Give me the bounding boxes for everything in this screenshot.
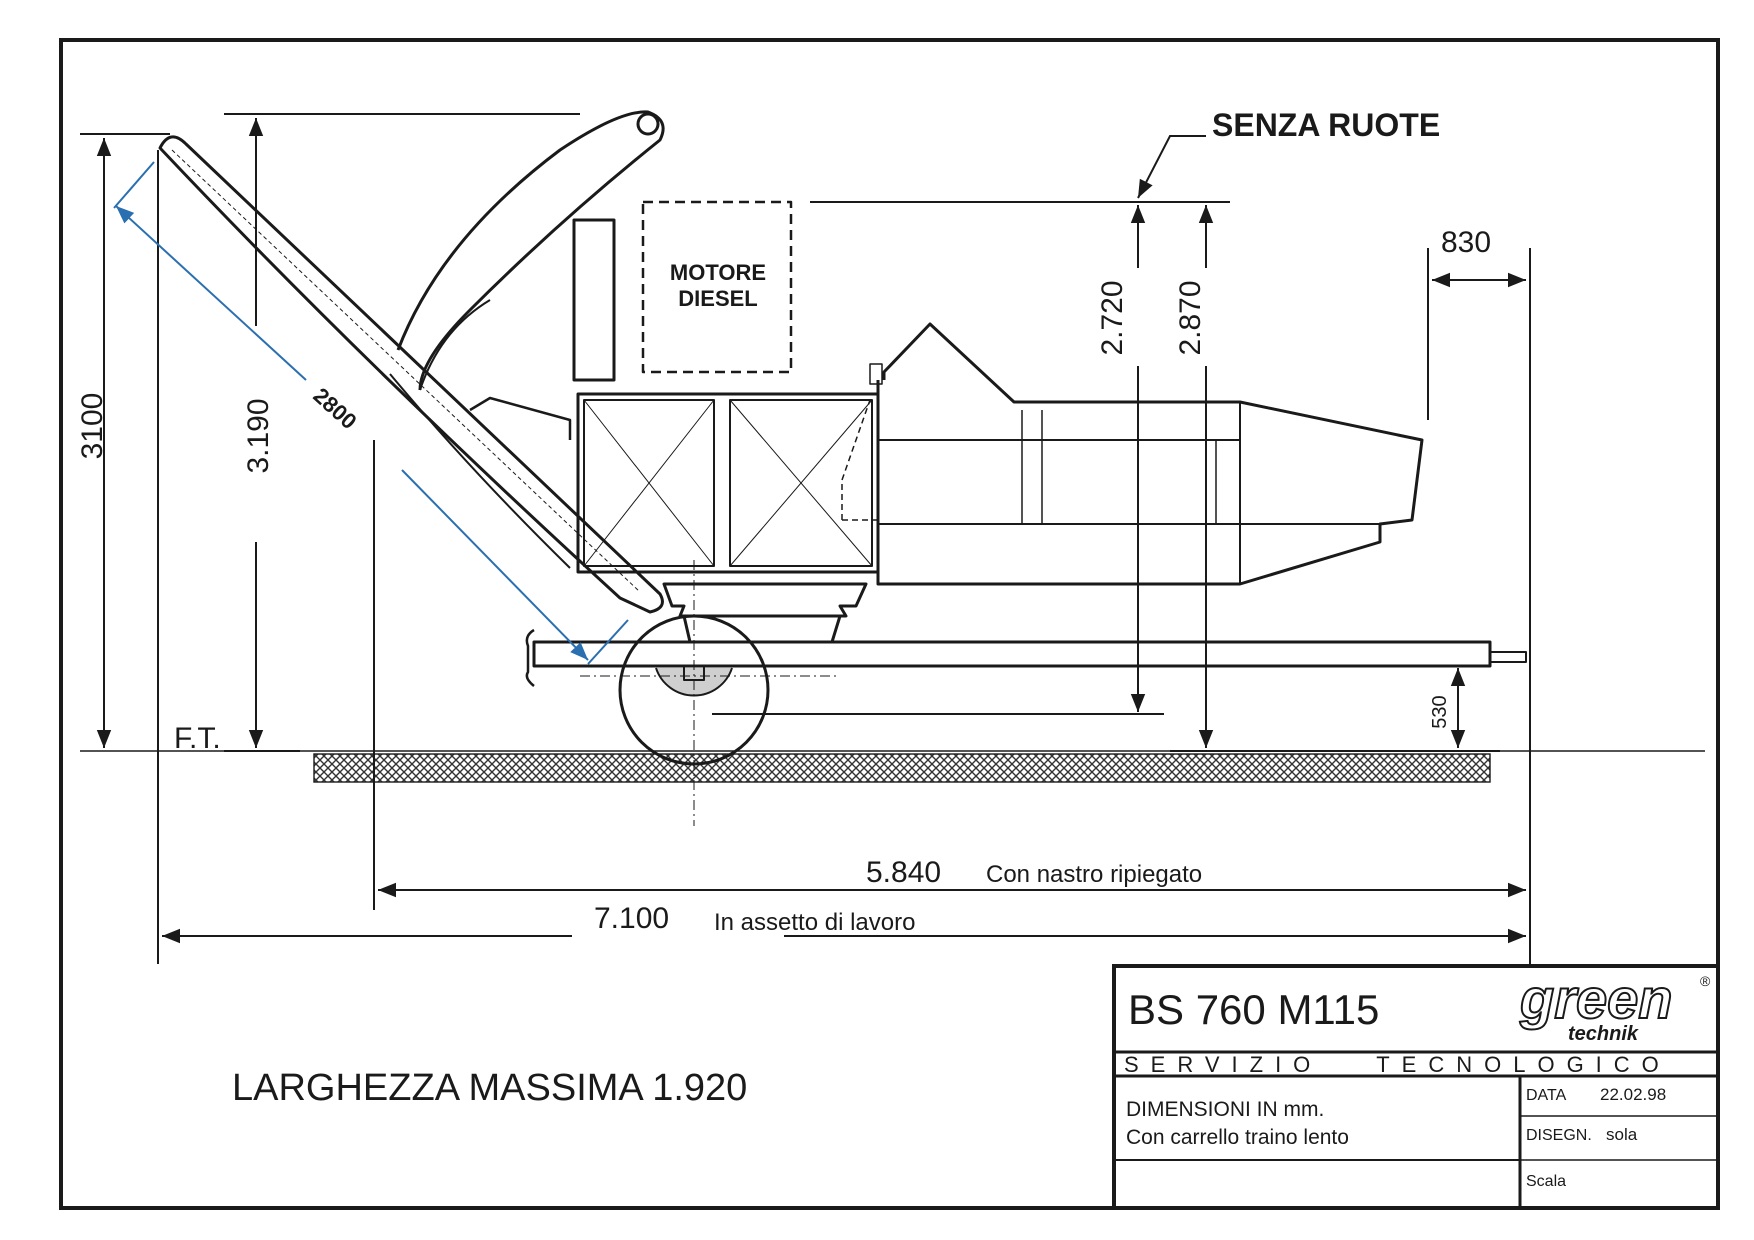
machine-outline	[158, 110, 1527, 826]
date-label: DATA	[1526, 1087, 1567, 1104]
description-line-1: DIMENSIONI IN mm.	[1126, 1098, 1324, 1121]
scale-label: Scala	[1526, 1173, 1566, 1190]
dimension-2870: 2.870	[1174, 280, 1207, 355]
dimension-2720: 2.720	[1096, 280, 1129, 355]
model-name: BS 760 M115	[1128, 986, 1379, 1033]
dimension-lines	[80, 113, 1531, 964]
registered-mark: ®	[1700, 973, 1711, 989]
brand-logo-bottom: technik	[1568, 1023, 1639, 1045]
drawn-by-value: sola	[1606, 1125, 1638, 1144]
dimension-530: 530	[1429, 695, 1451, 728]
dimension-7100-note: In assetto di lavoro	[714, 909, 915, 936]
description-line-2: Con carrello traino lento	[1126, 1126, 1349, 1149]
title-block	[1112, 964, 1720, 1210]
dimension-7100: 7.100	[594, 902, 669, 935]
ground-reference-label: F.T.	[174, 722, 221, 755]
sheet-border	[59, 38, 1720, 1210]
senza-ruote-label: SENZA RUOTE	[1212, 107, 1440, 143]
dimension-2800: 2800	[308, 383, 361, 434]
ground-hatch	[313, 753, 1491, 783]
motore-diesel-label-2: DIESEL	[678, 286, 757, 311]
dimension-3100: 3100	[76, 393, 109, 460]
dimension-5840: 5.840	[866, 856, 941, 889]
motore-diesel-label-1: MOTORE	[670, 260, 766, 285]
drawn-by-label: DISEGN.	[1526, 1127, 1592, 1144]
max-width-label: LARGHEZZA MASSIMA 1.920	[232, 1067, 747, 1109]
service-label: SERVIZIO TECNOLOGICO	[1124, 1052, 1671, 1077]
dimension-3190: 3.190	[242, 398, 275, 473]
date-value: 22.02.98	[1600, 1085, 1666, 1104]
belt-length-dimension	[113, 161, 629, 665]
dimension-830: 830	[1441, 226, 1491, 259]
dimension-5840-note: Con nastro ripiegato	[986, 861, 1202, 888]
brand-logo-top: green	[1519, 967, 1673, 1030]
